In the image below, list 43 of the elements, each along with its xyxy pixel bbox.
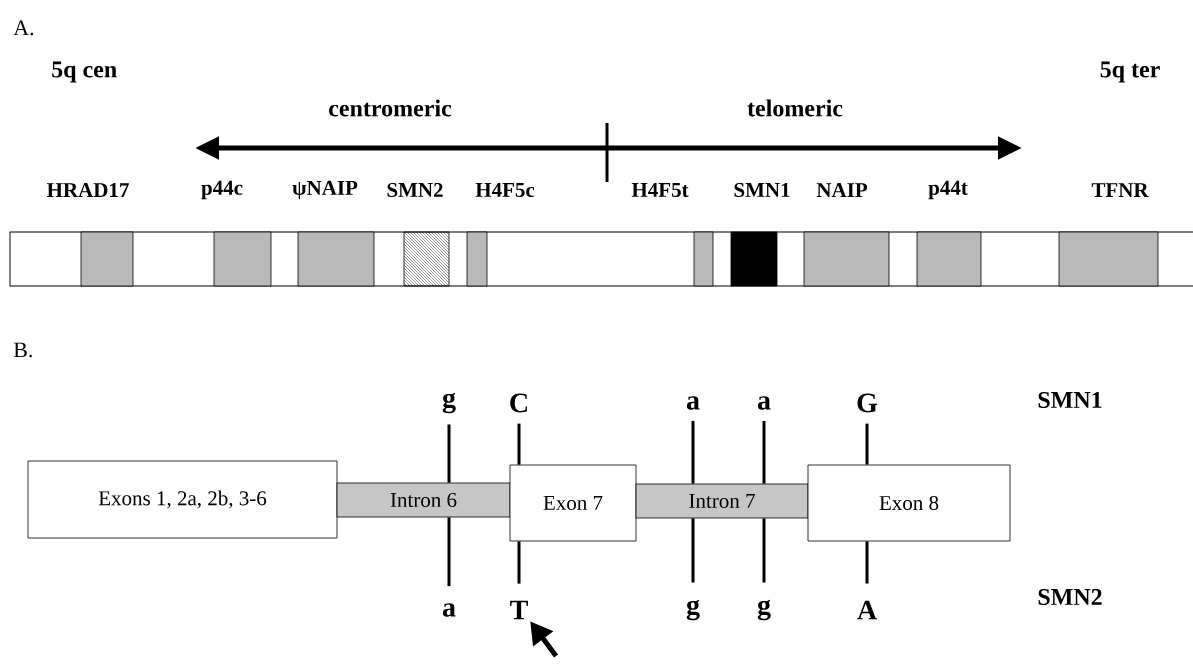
variant-line bbox=[447, 517, 451, 587]
gene-label: H4F5c bbox=[475, 183, 535, 197]
end-label: 5q ter bbox=[1100, 61, 1160, 83]
base-label: T bbox=[510, 600, 528, 620]
base-label: a bbox=[757, 396, 771, 410]
gene-label: HRAD17 bbox=[46, 183, 129, 197]
gene-label: TFNR bbox=[1091, 183, 1149, 197]
base-label: a bbox=[442, 603, 456, 617]
gene-label: ψNAIP bbox=[292, 180, 358, 200]
variant-line bbox=[447, 424, 451, 483]
exon-box: Exon 7 bbox=[509, 464, 637, 542]
gene-label: p44c bbox=[201, 180, 243, 200]
variant-line bbox=[691, 420, 695, 484]
gene-label: NAIP bbox=[816, 183, 868, 197]
gene-label: H4F5t bbox=[631, 183, 689, 197]
variant-line bbox=[517, 541, 521, 584]
exon-box: Exon 8 bbox=[807, 464, 1011, 542]
exon-box: Exons 1, 2a, 2b, 3-6 bbox=[27, 460, 338, 539]
panel-label: B. bbox=[13, 342, 32, 358]
direction-label: telomeric bbox=[747, 99, 843, 117]
panel-label: A. bbox=[13, 20, 34, 36]
gene-label: SMN2 bbox=[387, 182, 443, 198]
variant-line bbox=[517, 423, 521, 465]
base-label: g bbox=[757, 599, 771, 621]
gene-label: p44t bbox=[928, 180, 968, 200]
base-label: a bbox=[686, 396, 700, 410]
variant-line bbox=[865, 541, 869, 584]
end-label: 5q cen bbox=[52, 61, 117, 83]
variant-line bbox=[762, 518, 766, 583]
gene-label: SMN1 bbox=[734, 182, 790, 198]
direction-label: centromeric bbox=[329, 99, 452, 117]
gene-name: SMN1 bbox=[1038, 391, 1102, 409]
variant-line bbox=[691, 518, 695, 583]
variant-line bbox=[762, 420, 766, 484]
intron-band: Intron 7 bbox=[635, 483, 809, 519]
base-label: C bbox=[510, 393, 527, 413]
base-label: g bbox=[442, 392, 456, 414]
intron-band: Intron 6 bbox=[336, 482, 511, 518]
base-label: g bbox=[686, 599, 700, 621]
gene-name: SMN2 bbox=[1038, 588, 1102, 606]
variant-line bbox=[865, 423, 869, 465]
base-label: G bbox=[857, 393, 878, 413]
base-label: A bbox=[857, 600, 877, 620]
